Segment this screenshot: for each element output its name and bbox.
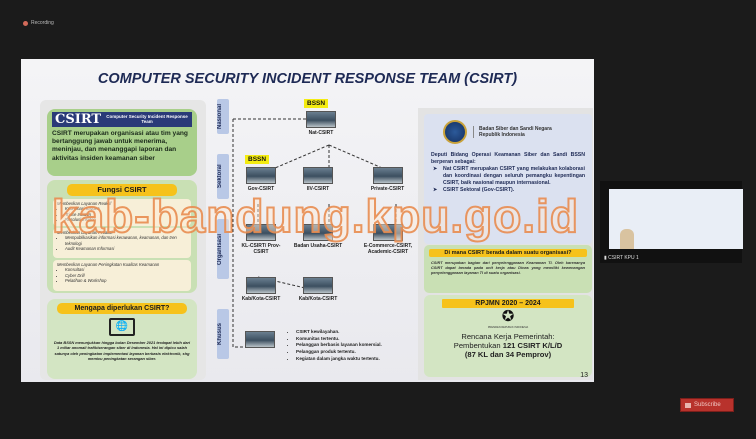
node-kl-csirt: KL-CSIRT/ Prov-CSIRT: [236, 224, 286, 255]
node-kab-kota-csirt-2: Kab/Kota-CSIRT: [293, 277, 343, 302]
node-ecommerce-csirt: E-Commerce-CSIRT, Academic-CSIRT: [357, 224, 419, 255]
garuda-star-icon: ✪: [501, 308, 515, 325]
recording-indicator: Recording: [23, 20, 54, 26]
node-gov-csirt: Gov-CSIRT: [236, 167, 286, 192]
rpjmn-section: RPJMN 2020 – 2024 ✪ PRESIDEN REPUBLIK IN…: [424, 295, 592, 377]
participant-video-tile[interactable]: ▮ CSIRT KPU 1: [600, 181, 743, 263]
subscribe-icon: [685, 402, 691, 408]
node-private-csirt: Private-CSIRT: [360, 167, 415, 192]
fungsi-section: Fungsi CSIRT Memberikan Layanan ReaktifK…: [47, 180, 197, 293]
mengapa-section: Mengapa diperlukan CSIRT? 🌐 Data BSSN me…: [47, 299, 197, 379]
recording-dot-icon: [23, 20, 28, 26]
dimana-section: Di mana CSIRT berada dalam suatu organis…: [424, 245, 592, 293]
reaktif-box: Memberikan Layanan ReaktifKoordinasi Ins…: [53, 199, 191, 226]
node-badan-usaha-csirt: Badan Usaha-CSIRT: [293, 224, 343, 249]
node-khusus: [243, 331, 277, 350]
bssn-seal-icon: [443, 120, 467, 144]
page-number: 13: [580, 372, 588, 379]
bssn-role-box: Badan Siber dan Sandi Negara Republik In…: [424, 114, 592, 244]
khusus-list: CSIRT kewilayahan.Komunitas tertentu.Pel…: [289, 329, 382, 362]
proaktif-box: Memberikan Layanan ProaktifMempublikasik…: [53, 228, 191, 258]
slide-title: COMPUTER SECURITY INCIDENT RESPONSE TEAM…: [97, 71, 518, 87]
node-nat-csirt: Nat-CSIRT: [296, 111, 346, 136]
kualitas-box: Memberikan Layanan Peningkatan Kualitas …: [53, 260, 191, 291]
speaker-figure: [620, 229, 634, 249]
shared-slide: COMPUTER SECURITY INCIDENT RESPONSE TEAM…: [21, 59, 594, 382]
node-iiv-csirt: IIV-CSIRT: [293, 167, 343, 192]
subscribe-button[interactable]: Subscribe: [680, 398, 734, 412]
participant-name: ▮ CSIRT KPU 1: [604, 255, 639, 261]
laptop-globe-icon: 🌐: [109, 318, 135, 336]
node-kab-kota-csirt-1: Kab/Kota-CSIRT: [236, 277, 286, 302]
